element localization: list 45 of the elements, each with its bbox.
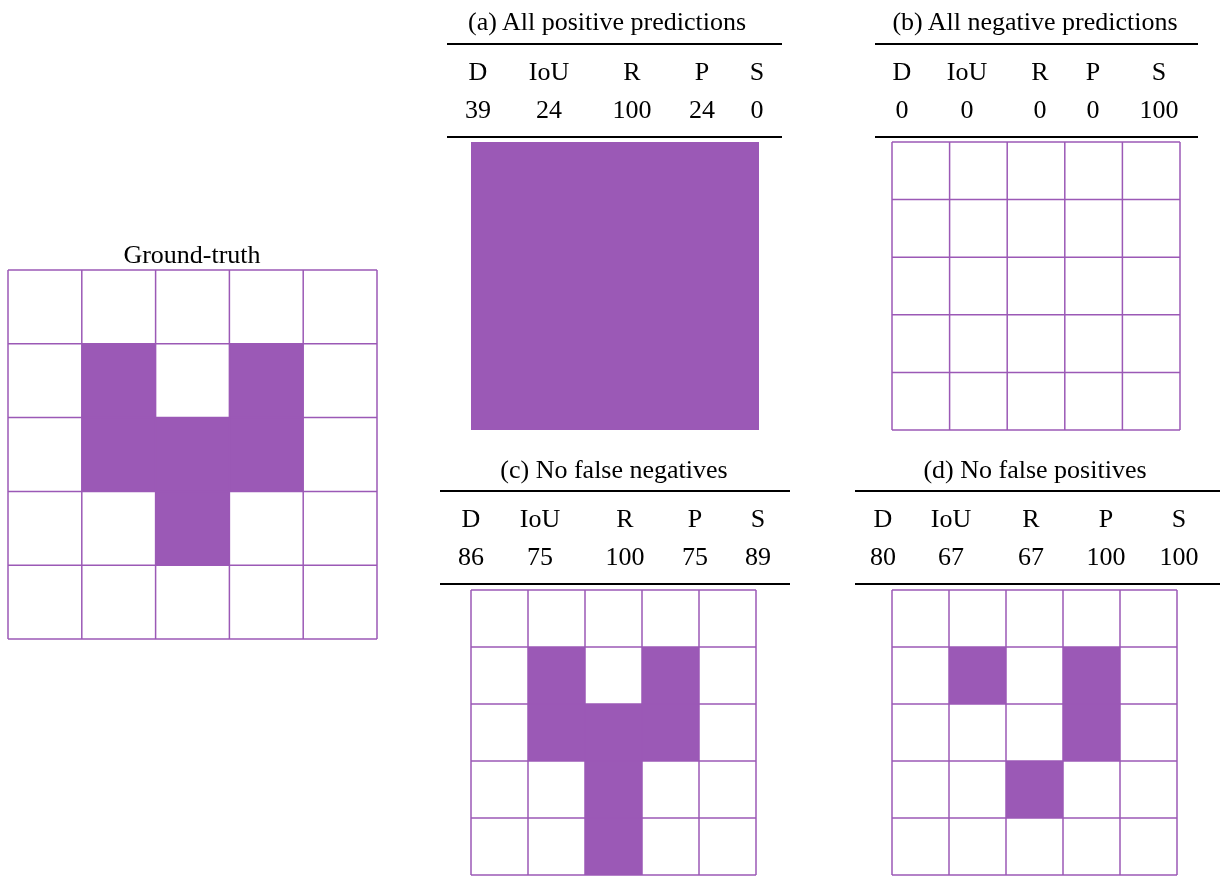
- panel-title: Ground-truth: [123, 240, 261, 270]
- column-header: IoU: [519, 504, 561, 534]
- metric-value: 89: [745, 542, 771, 572]
- metric-value: 0: [960, 95, 974, 125]
- column-header: R: [1031, 57, 1049, 87]
- column-header: R: [1022, 504, 1040, 534]
- metric-value: 100: [612, 95, 652, 125]
- metric-value: 86: [458, 542, 484, 572]
- metric-value: 67: [938, 542, 964, 572]
- metric-value: 24: [689, 95, 715, 125]
- panel-title: (a) All positive predictions: [468, 7, 746, 37]
- column-header: P: [1098, 504, 1114, 534]
- metric-value: 0: [895, 95, 909, 125]
- column-header: S: [1171, 504, 1187, 534]
- column-header: D: [468, 57, 488, 87]
- metric-value: 39: [465, 95, 491, 125]
- metric-value: 75: [527, 542, 553, 572]
- column-header: P: [694, 57, 710, 87]
- column-header: D: [873, 504, 893, 534]
- column-header: D: [892, 57, 912, 87]
- column-header: S: [750, 504, 766, 534]
- metric-value: 0: [1033, 95, 1047, 125]
- column-header: S: [1151, 57, 1167, 87]
- panel-title: (b) All negative predictions: [892, 7, 1178, 37]
- metric-value: 100: [605, 542, 645, 572]
- metric-value: 67: [1018, 542, 1044, 572]
- column-header: R: [623, 57, 641, 87]
- column-header: S: [749, 57, 765, 87]
- column-header: D: [461, 504, 481, 534]
- column-header: R: [616, 504, 634, 534]
- metric-value: 0: [1086, 95, 1100, 125]
- column-header: P: [1085, 57, 1101, 87]
- column-header: P: [687, 504, 703, 534]
- panel-title: (c) No false negatives: [500, 455, 728, 485]
- metric-value: 100: [1159, 542, 1199, 572]
- column-header: IoU: [946, 57, 988, 87]
- metric-value: 80: [870, 542, 896, 572]
- panel-title: (d) No false positives: [923, 455, 1147, 485]
- metric-value: 0: [750, 95, 764, 125]
- column-header: IoU: [528, 57, 570, 87]
- metric-value: 100: [1086, 542, 1126, 572]
- metric-value: 100: [1139, 95, 1179, 125]
- column-header: IoU: [930, 504, 972, 534]
- metric-value: 24: [536, 95, 562, 125]
- metric-value: 75: [682, 542, 708, 572]
